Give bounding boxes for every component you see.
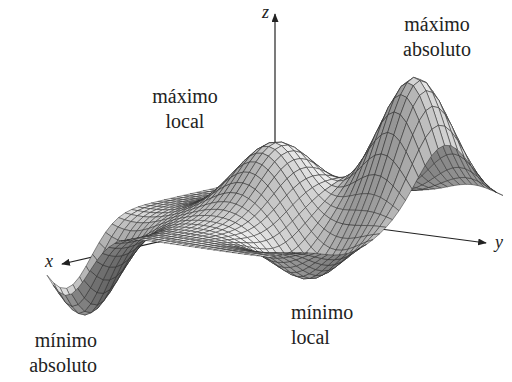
surface-mesh: [47, 77, 503, 315]
extremum-label: máximo absoluto: [384, 12, 490, 62]
extremum-label: máximo local: [138, 84, 232, 134]
mesh-cell: [380, 217, 393, 227]
axis-label: z: [261, 3, 270, 23]
mesh-cell: [367, 234, 380, 242]
mesh-cell: [458, 141, 471, 165]
axis-label: x: [44, 252, 54, 272]
mesh-cell: [103, 247, 116, 255]
extremum-label: mínimo absoluto: [2, 328, 98, 378]
mesh-cell: [464, 152, 477, 174]
mesh-cell: [263, 255, 276, 257]
extremum-label: mínimo local: [290, 300, 384, 350]
mesh-cell: [373, 226, 386, 234]
mesh-cell: [96, 253, 109, 265]
axis-label: y: [494, 233, 504, 253]
mesh-cell: [109, 243, 122, 248]
mesh-cell: [465, 160, 478, 177]
